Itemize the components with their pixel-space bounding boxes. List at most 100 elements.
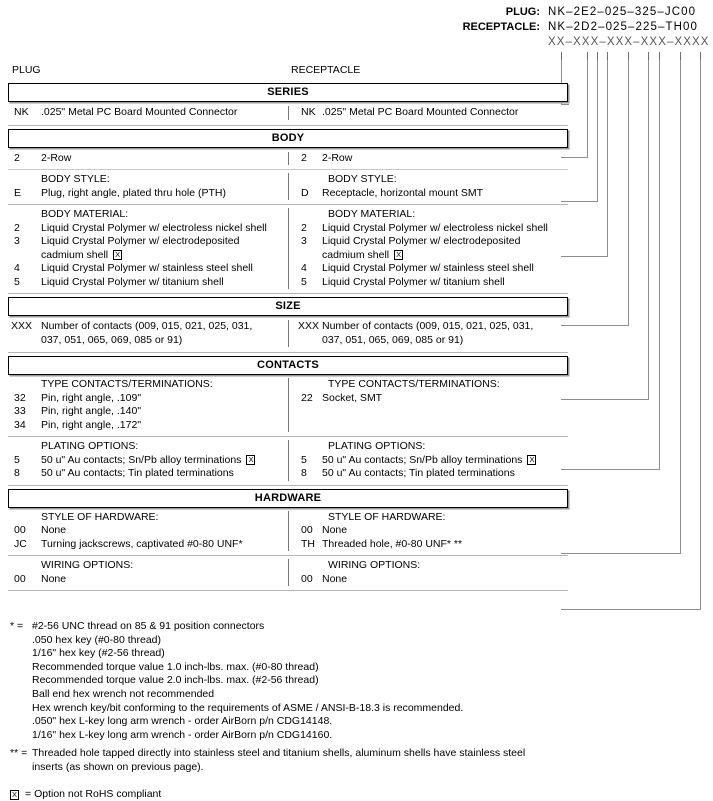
list-item: 2 2-Row [8,152,288,166]
option-key: XXX [11,320,33,332]
leader-hline-wiring [561,609,701,610]
list-item: E Plug, right angle, plated thru hole (P… [8,187,288,201]
footnote-marker: ** = [10,747,28,760]
leader-vline-contacts-type [648,60,649,400]
option-key: E [14,186,22,199]
row-divider [8,484,568,486]
option-key: 3 [301,235,307,247]
list-item: 3 Liquid Crystal Polymer w/ electrodepos… [289,235,568,262]
row-divider [8,590,568,591]
list-item: 00 None [8,524,288,538]
section-bar-size: SIZE [8,297,568,316]
option-value: Liquid Crystal Polymer w/ stainless stee… [322,262,534,274]
tick-mark [607,52,608,60]
size-plug-cell: XXX Number of contacts (009, 015, 021, 0… [8,320,288,347]
tick-mark [700,52,701,60]
subsection-header: BODY STYLE: [328,173,397,185]
option-key: 00 [301,572,313,585]
option-value: Liquid Crystal Polymer w/ titanium shell [322,275,505,288]
part-number-tick-marks [0,52,713,62]
list-item: XXX Number of contacts (009, 015, 021, 0… [289,320,568,347]
subsection-header: TYPE CONTACTS/TERMINATIONS: [41,378,213,390]
section-bar-series: SERIES [8,83,568,102]
list-item: XXX Number of contacts (009, 015, 021, 0… [8,320,288,347]
leader-hline-body-material [561,256,608,257]
option-value: Number of contacts (009, 015, 021, 025, … [322,320,568,347]
plug-part-number: NK–2E2–025–325–JC00 [548,6,697,18]
rohs-noncompliant-icon: X [246,454,256,465]
tick-mark [628,52,629,60]
list-item: 2 Liquid Crystal Polymer w/ electroless … [8,222,288,236]
rohs-noncompliant-icon: X [113,249,123,260]
option-value: 50 u" Au contacts; Sn/Pb alloy terminati… [41,454,288,468]
leader-vline-hardware-style [680,60,681,554]
hardware-style-plug-cell: STYLE OF HARDWARE: 00 None JC Turning ja… [8,511,288,552]
series-plug-cell: NK .025" Metal PC Board Mounted Connecto… [8,106,288,120]
size-row: XXX Number of contacts (009, 015, 021, 0… [8,316,568,352]
option-key: 5 [14,275,20,288]
subsection-header: WIRING OPTIONS: [41,559,134,571]
list-item: 2 Liquid Crystal Polymer w/ electroless … [289,222,568,236]
option-key: 34 [14,418,26,431]
leader-vline-plating [659,60,660,470]
leader-vline-body-style [597,60,598,202]
list-item: 5 Liquid Crystal Polymer w/ titanium she… [289,276,568,290]
receptacle-part-number: NK–2D2–025–225–TH00 [548,21,699,33]
option-key: TH [301,537,315,550]
body-material-row: BODY MATERIAL: 2 Liquid Crystal Polymer … [8,205,568,293]
body-row-plug-cell: 2 2-Row [8,152,288,166]
column-headers: PLUG RECEPTACLE [8,64,568,80]
subsection-header: WIRING OPTIONS: [328,559,421,571]
option-key: 8 [14,467,20,479]
subsection-header: STYLE OF HARDWARE: [328,510,446,523]
option-key: 5 [14,453,20,466]
hardware-style-receptacle-cell: STYLE OF HARDWARE: 00 None TH Threaded h… [288,510,568,551]
row-divider [8,204,568,205]
footnote-marker: * = [10,620,24,632]
row-divider [8,124,568,126]
footnote-line: Recommended torque value 2.0 inch-lbs. m… [32,674,319,687]
list-item: 4 Liquid Crystal Polymer w/ stainless st… [289,262,568,276]
option-key: NK [14,106,29,118]
option-key: JC [14,537,27,550]
footnote-double-star: ** = Threaded hole tapped directly into … [10,747,630,774]
plug-code-label: PLUG: [505,6,540,18]
leader-hline-plating [561,469,660,470]
row-divider [8,352,568,353]
footnote-body: #2-56 UNC thread on 85 & 91 position con… [32,620,630,742]
option-key: 3 [14,235,20,247]
option-key: 5 [301,275,307,288]
option-key: 8 [301,467,307,479]
footnote-line: .050 hex key (#0-80 thread) [32,633,161,646]
leader-hline-contacts-type [561,399,649,400]
option-value: Liquid Crystal Polymer w/ titanium shell [41,275,224,288]
option-value-line1: Liquid Crystal Polymer w/ electrodeposit… [41,235,240,247]
footnote-line: 1/16" hex key (#2-56 thread) [32,647,165,660]
option-value: Liquid Crystal Polymer w/ electroless ni… [41,221,267,234]
option-key: 00 [14,524,26,536]
list-item: 34 Pin, right angle, .172" [8,419,288,433]
option-value: Liquid Crystal Polymer w/ stainless stee… [41,262,253,274]
option-value-line1: Number of contacts (009, 015, 021, 025, … [322,320,534,332]
footnote-line: 1/16" hex L-key long arm wrench - order … [32,728,333,741]
leader-vline-wiring [700,60,701,610]
tick-mark [659,52,660,60]
tick-mark [680,52,681,60]
footnote-body: Threaded hole tapped directly into stain… [32,747,630,774]
footnotes: * = #2-56 UNC thread on 85 & 91 position… [10,620,630,801]
footnote-line: inserts (as shown on previous page). [32,760,204,773]
list-item: JC Turning jackscrews, captivated #0-80 … [8,538,288,552]
body-style-row: BODY STYLE: E Plug, right angle, plated … [8,170,568,204]
hardware-style-row: STYLE OF HARDWARE: 00 None JC Turning ja… [8,508,568,556]
list-item: 00 None [8,573,288,587]
option-key: 4 [14,262,20,274]
contacts-plating-row: PLATING OPTIONS: 5 50 u" Au contacts; Sn… [8,437,568,485]
footnote-line: Hex wrench key/bit conforming to the req… [32,701,464,714]
body-material-plug-cell: BODY MATERIAL: 2 Liquid Crystal Polymer … [8,208,288,289]
rohs-legend-text: = Option not RoHS compliant [25,787,162,800]
option-value: Liquid Crystal Polymer w/ electrodeposit… [41,235,288,262]
tick-mark [648,52,649,60]
body-style-plug-cell: BODY STYLE: E Plug, right angle, plated … [8,173,288,200]
tick-mark [561,52,562,60]
option-key: 5 [301,453,307,466]
